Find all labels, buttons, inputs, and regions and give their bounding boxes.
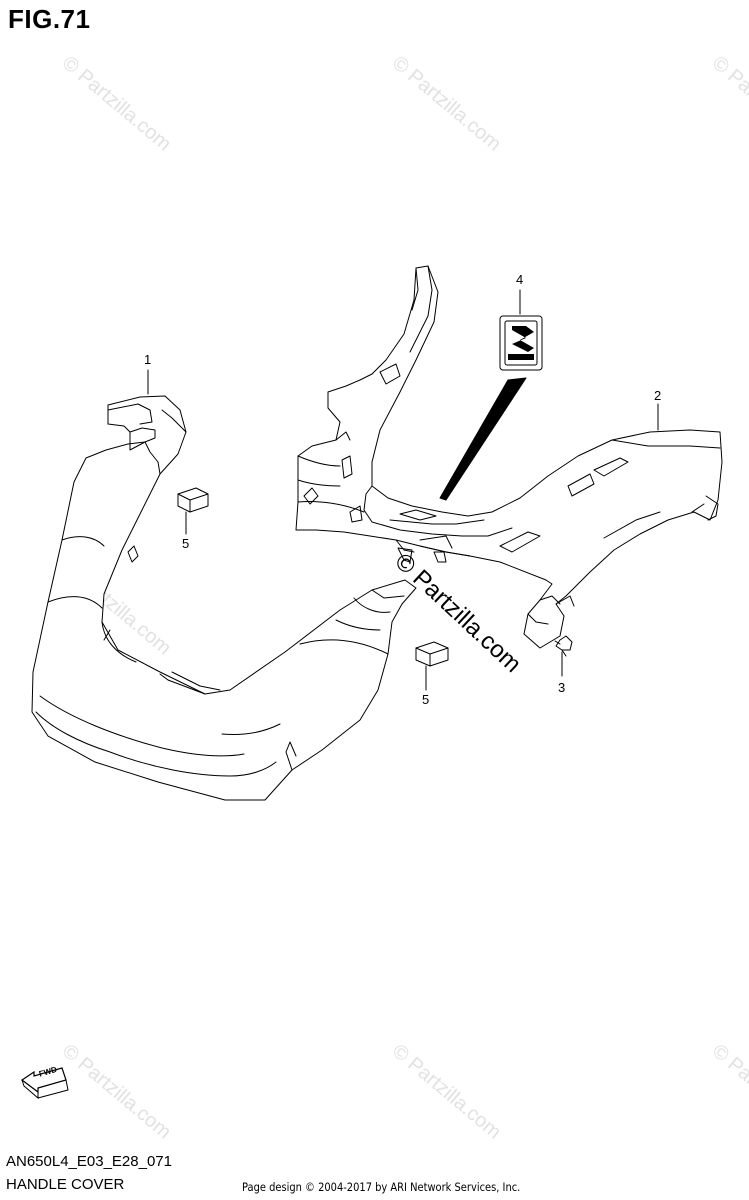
part-5-cushion-b (415, 641, 449, 667)
callout-part-3: 3 (558, 680, 566, 695)
part-5-cushion-a (177, 487, 209, 513)
callout-part-2: 2 (654, 388, 662, 403)
diagram-code: AN650L4_E03_E28_071 (6, 1153, 172, 1170)
callout-part-5a: 5 (182, 536, 190, 551)
forward-arrow-icon (20, 1067, 67, 1094)
callout-part-4: 4 (516, 272, 524, 287)
fwd-badge (20, 1067, 69, 1100)
part-1-front-handle-cover (31, 395, 417, 801)
emblem-pointer (439, 377, 527, 501)
callout-part-5b: 5 (422, 692, 430, 707)
callout-part-1: 1 (144, 352, 152, 367)
diagram-name: HANDLE COVER (6, 1176, 125, 1193)
figure-title: FIG.71 (8, 4, 91, 34)
part-3-clip (554, 635, 573, 657)
part-4-emblem (499, 315, 543, 371)
part-2-rear-handle-cover (295, 265, 723, 649)
suzuki-emblem-icon (512, 326, 534, 352)
page-credit: Page design © 2004-2017 by ARI Network S… (242, 1180, 521, 1194)
